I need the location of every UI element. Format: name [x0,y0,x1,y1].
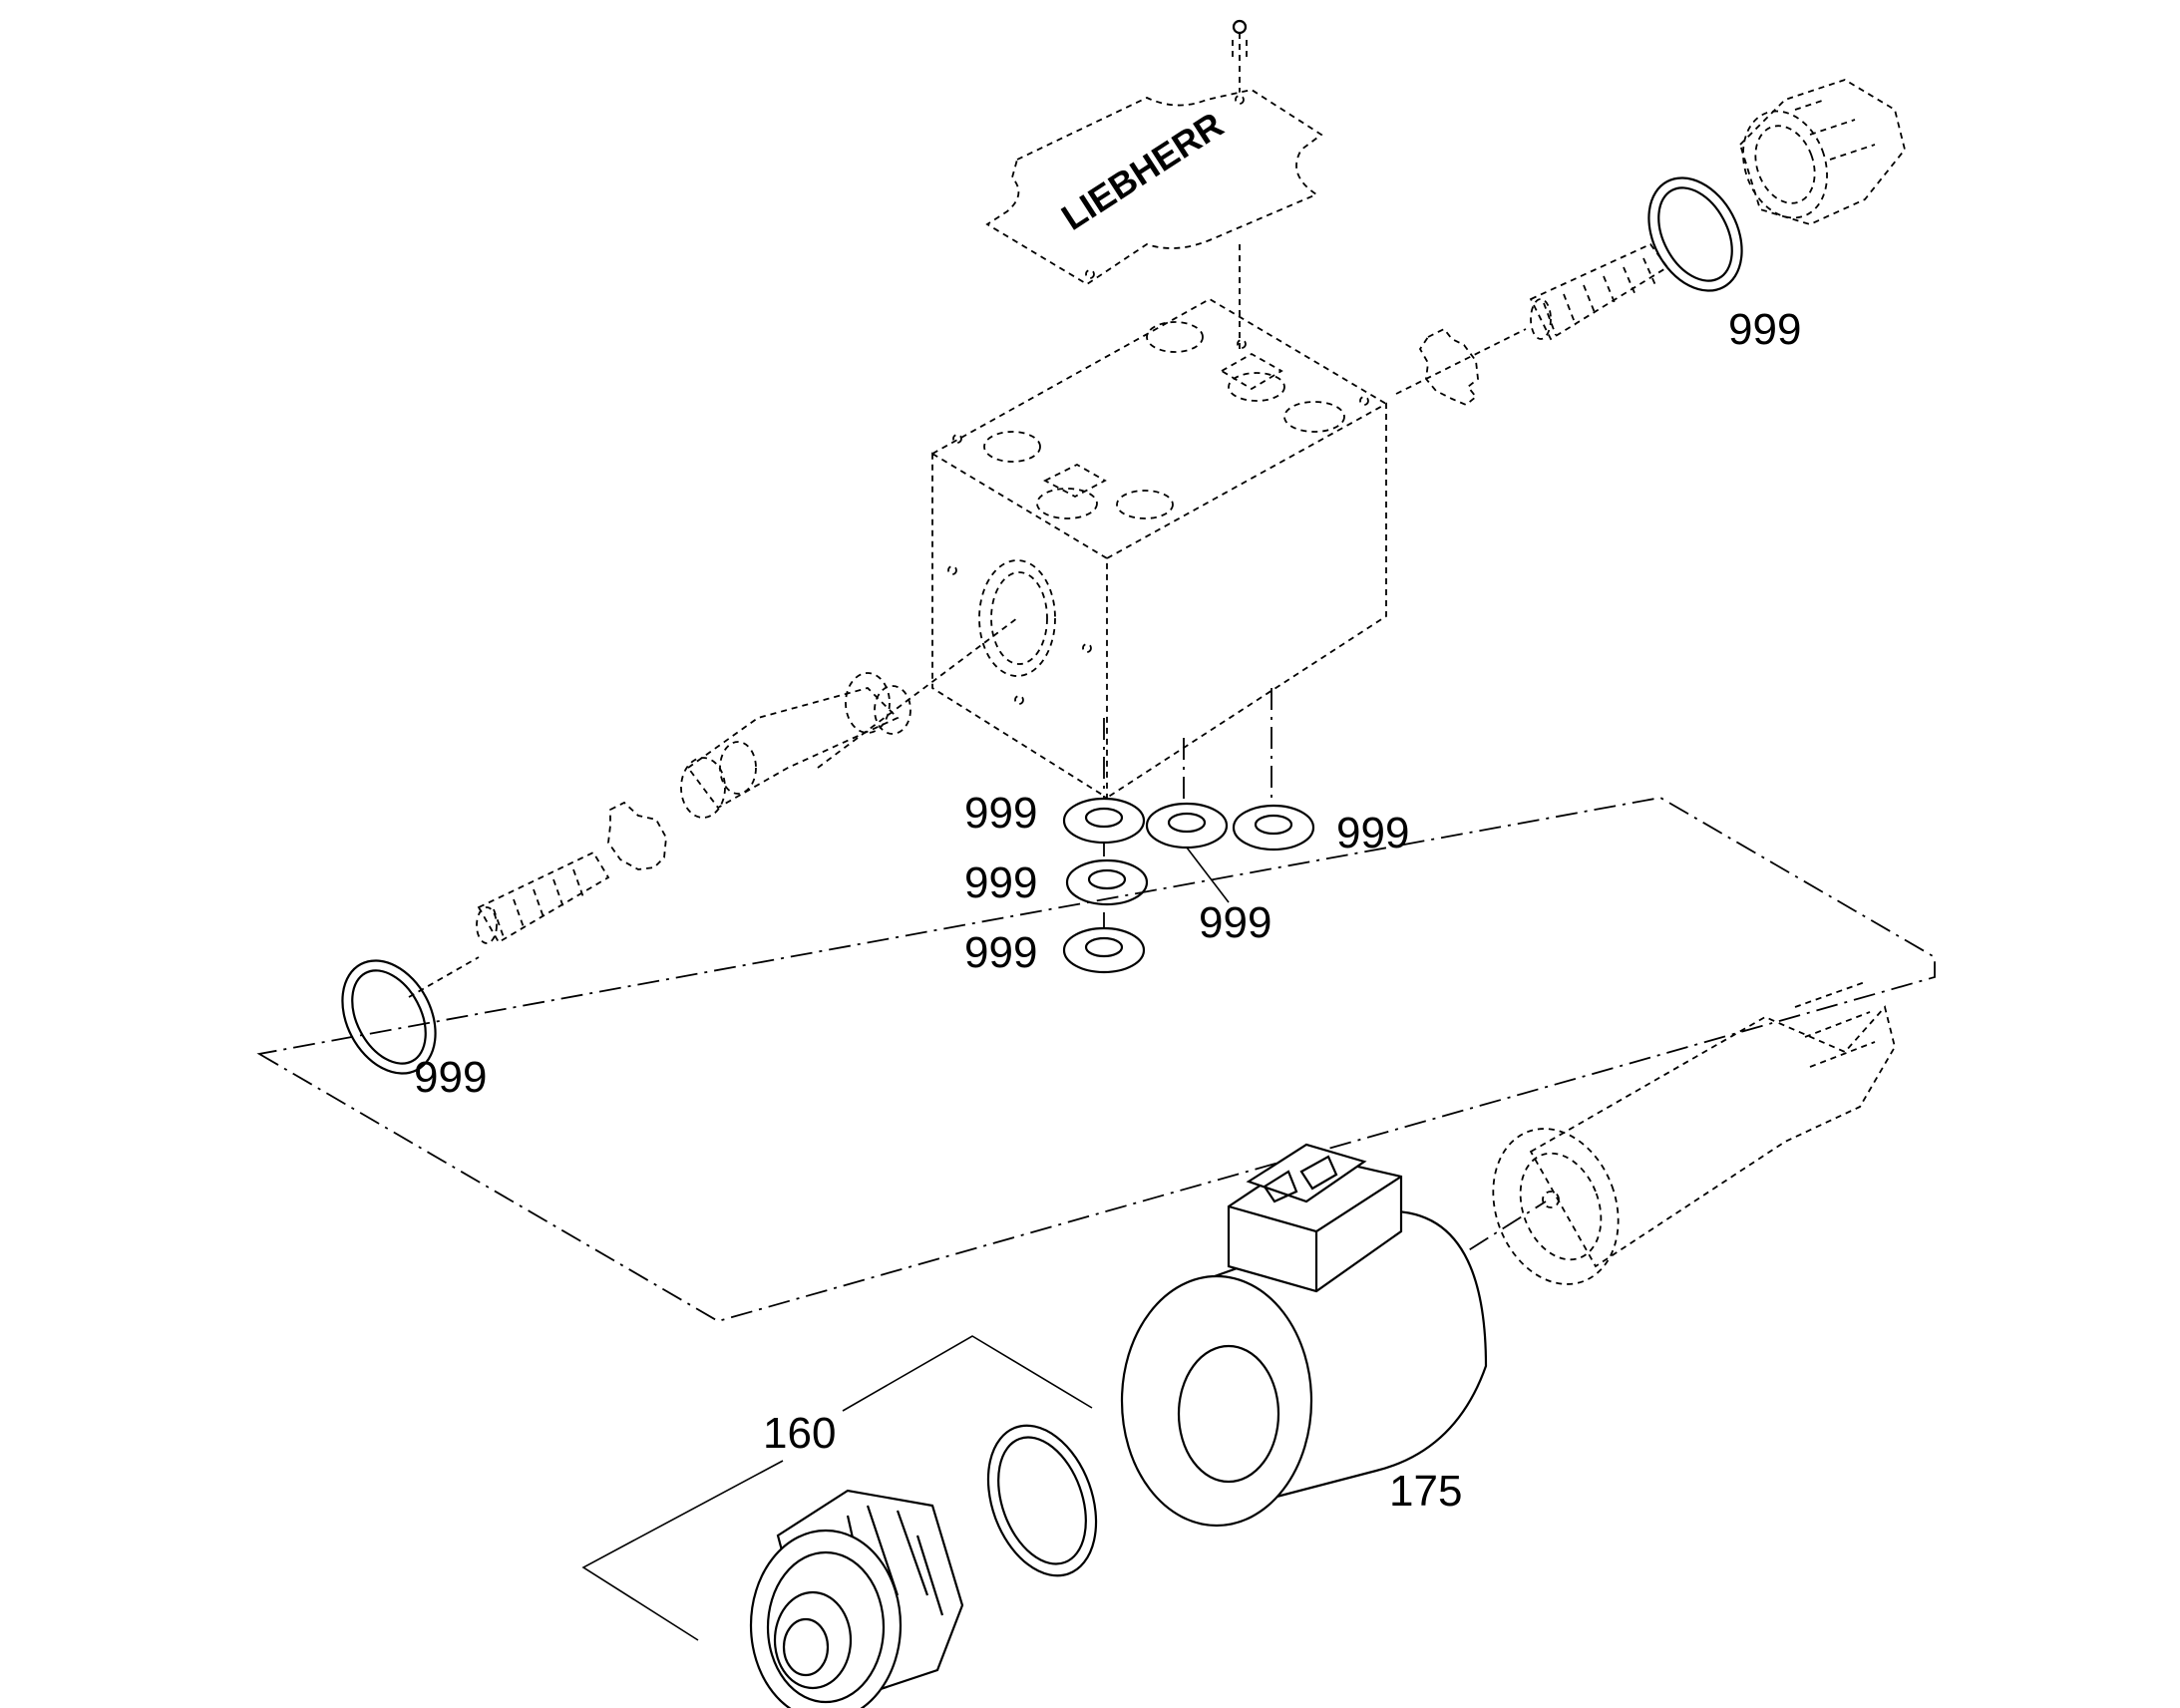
name-plate: LIEBHERR [985,89,1323,286]
callout-oring-top-right: 999 [1728,305,1801,354]
callout-washer-left-3: 999 [964,928,1037,977]
solenoid-tube [1492,981,1896,1285]
washer-5 [1062,926,1146,974]
washer-3 [1232,804,1315,852]
solenoid-coil [1120,1143,1488,1528]
callout-nut-assembly: 160 [763,1409,836,1458]
knurled-nut [749,1489,964,1708]
callout-oring-left: 999 [414,1053,487,1102]
top-right-oring [1647,176,1743,292]
top-right-spring [1529,242,1669,341]
left-centering-disc [607,801,667,870]
washer-1 [1062,797,1146,845]
valve-block [931,297,1387,800]
top-right-plug [1738,79,1906,225]
top-right-centering-disc [1418,327,1479,407]
washer-4 [1065,858,1149,906]
coil-oring [986,1424,1098,1577]
callout-washer-right-1: 999 [1336,809,1409,857]
spool [680,672,911,819]
washer-2 [1145,802,1229,850]
callout-washer-left-2: 999 [964,858,1037,907]
callout-washer-left-1: 999 [964,789,1037,838]
callout-solenoid-coil: 175 [1389,1467,1462,1516]
left-spring [476,851,610,944]
top-screw [1232,19,1248,95]
callout-washer-right-2: 999 [1199,898,1272,947]
